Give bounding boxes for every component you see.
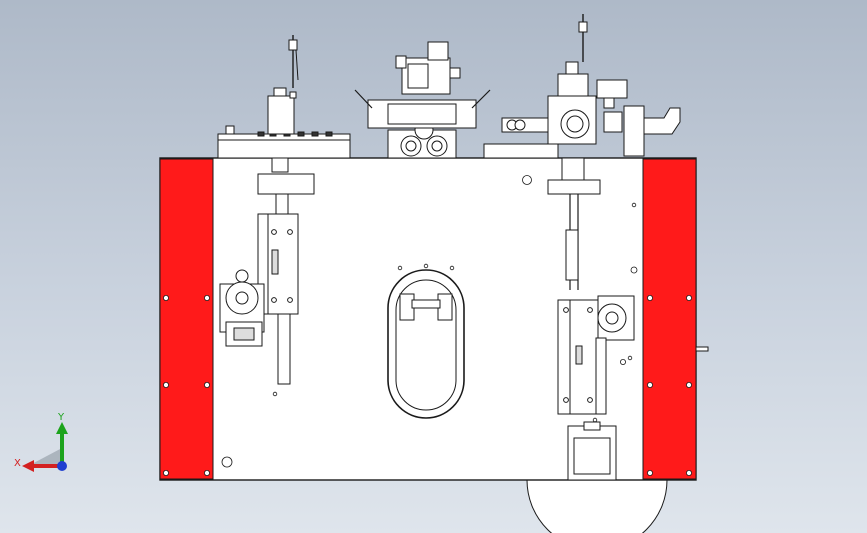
bottom-disc: [526, 479, 668, 533]
elbow-fitting: [643, 107, 681, 135]
panel-bolts: [162, 294, 693, 476]
left-top-base: [217, 133, 351, 159]
axis-y-label: Y: [58, 412, 65, 423]
right-clamp: [547, 179, 601, 195]
coordinate-triad: Y X: [12, 410, 78, 480]
left-top-housing: [267, 95, 295, 135]
right-linear-guide: [557, 299, 599, 415]
axis-x-label: X: [14, 458, 21, 469]
plate-holes: [221, 175, 638, 468]
right-base: [483, 143, 559, 159]
right-side-pin: [695, 346, 709, 352]
right-fitting: [623, 105, 645, 157]
axis-z-dot-icon: [57, 461, 67, 471]
axis-y-arrow-icon: [56, 422, 68, 466]
right-gauge: [596, 79, 628, 99]
right-red-panel: [642, 158, 697, 480]
left-clamp: [257, 173, 315, 195]
left-red-panel: [159, 158, 214, 480]
triad-base-shading: [28, 448, 62, 466]
